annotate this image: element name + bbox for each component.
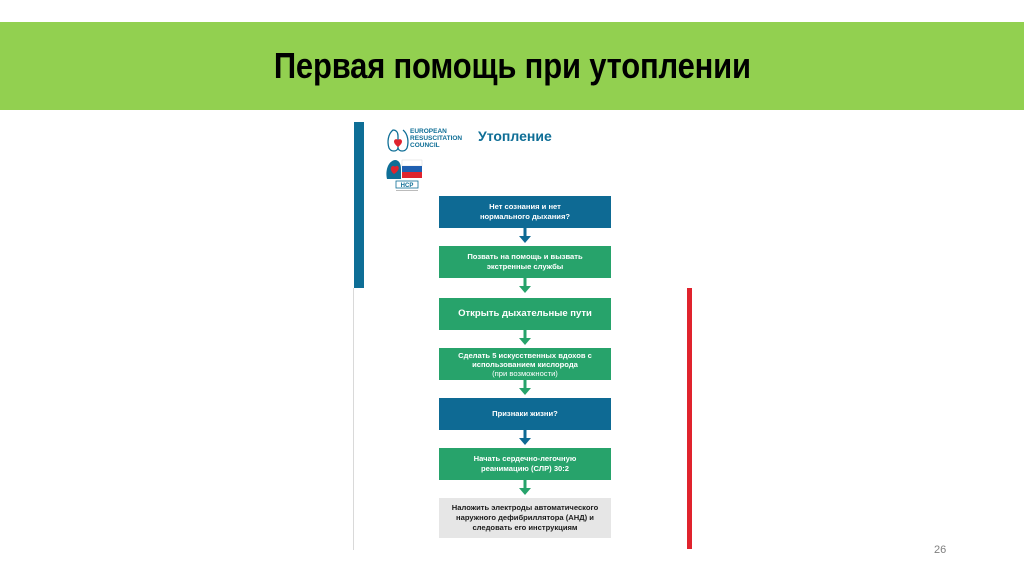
ncr-logo-icon: НСР [386,159,423,191]
svg-text:НСР: НСР [401,183,414,189]
blue-accent-strip [354,122,364,288]
title-bar: Первая помощь при утоплении [0,22,1024,110]
step-start-cpr: Начать сердечно-легочную реанимацию (СЛР… [439,448,611,480]
arrow-down-icon [519,480,531,495]
erc-lungs-heart-icon [387,129,409,152]
step-signs-of-life: Признаки жизни? [439,398,611,430]
arrow-down-icon [519,430,531,445]
algorithm-title: Утопление [478,128,552,144]
step-five-rescue-breaths: Сделать 5 искусственных вдохов с использ… [439,348,611,380]
step-open-airway: Открыть дыхательные пути [439,298,611,330]
arrow-down-icon [519,330,531,345]
erc-logo-text: EUROPEAN RESUSCITATION COUNCIL [410,128,463,149]
left-divider-line [353,288,354,550]
arrow-down-icon [519,278,531,293]
step-attach-aed: Наложить электроды автоматического наруж… [439,498,611,538]
arrow-down-icon [519,228,531,243]
step-unconscious-no-breathing: Нет сознания и нет нормального дыхания? [439,196,611,228]
page-number: 26 [934,544,947,556]
red-vertical-line [687,288,692,549]
step-call-for-help: Позвать на помощь и вызвать экстренные с… [439,246,611,278]
slide-title: Первая помощь при утоплении [273,45,751,86]
arrow-down-icon [519,380,531,395]
